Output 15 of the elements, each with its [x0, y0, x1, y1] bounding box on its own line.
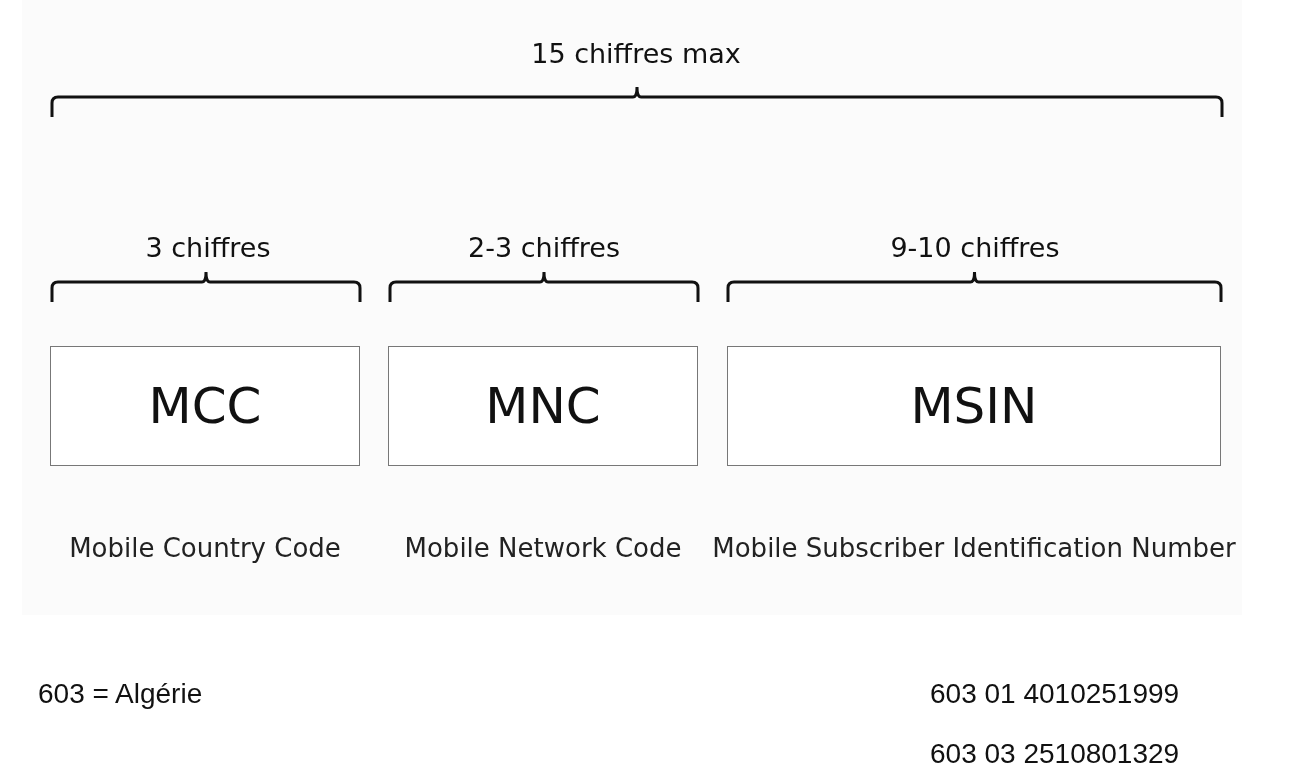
digit-count-label: 9-10 chiffres: [890, 232, 1060, 263]
example-text: 603 01 4010251999: [930, 678, 1180, 710]
field-code: MCC: [148, 377, 262, 435]
field-box: [388, 346, 698, 466]
field-description: Mobile Subscriber Identification Number: [711, 532, 1237, 565]
field-description: Mobile Country Code: [68, 532, 342, 565]
digit-count-label: 3 chiffres: [145, 232, 271, 263]
example-text: 603 = Algérie: [38, 678, 203, 710]
digit-count-label: 15 chiffres max: [531, 38, 741, 69]
field-box: [50, 346, 360, 466]
field-code: MSIN: [910, 377, 1038, 435]
field-code: MNC: [485, 377, 601, 435]
example-text: 603 03 2510801329: [930, 738, 1180, 770]
digit-count-label: 2-3 chiffres: [468, 232, 620, 263]
field-box: [727, 346, 1221, 466]
